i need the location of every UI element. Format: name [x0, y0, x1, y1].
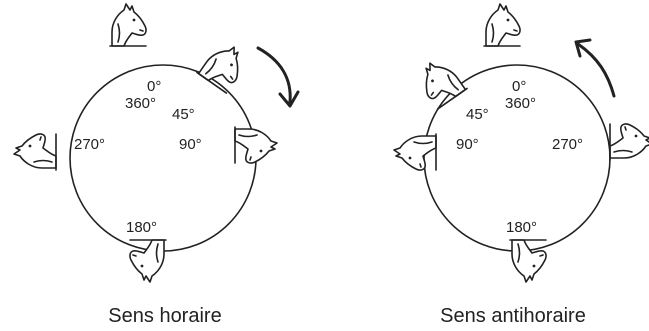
knight-icon — [609, 123, 649, 161]
label-left: 90° — [456, 136, 479, 153]
label-360: 360° — [505, 95, 536, 112]
label-0: 0° — [512, 78, 526, 95]
caption-counterclockwise: Sens antihoraire — [440, 305, 586, 327]
label-right: 90° — [179, 136, 202, 153]
diagram-counterclockwise: 0° 360° 45° 90° 270° 180° Sens antihorai… — [393, 3, 649, 327]
curved-arrow-icon — [574, 38, 616, 98]
label-360: 360° — [125, 95, 156, 112]
label-180: 180° — [126, 219, 157, 236]
label-0: 0° — [147, 78, 161, 95]
caption-clockwise: Sens horaire — [108, 305, 221, 327]
diagram-clockwise: 0° 360° 45° 270° 90° 180° Sens horaire — [13, 3, 300, 327]
label-180: 180° — [506, 219, 537, 236]
label-left: 270° — [74, 136, 105, 153]
label-45: 45° — [172, 106, 195, 123]
label-right: 270° — [552, 136, 583, 153]
curved-arrow-icon — [256, 46, 300, 108]
knight-icon — [109, 3, 147, 47]
knight-icon — [13, 133, 57, 171]
label-45: 45° — [466, 106, 489, 123]
rotation-circle — [69, 64, 257, 252]
knight-icon — [483, 3, 521, 47]
